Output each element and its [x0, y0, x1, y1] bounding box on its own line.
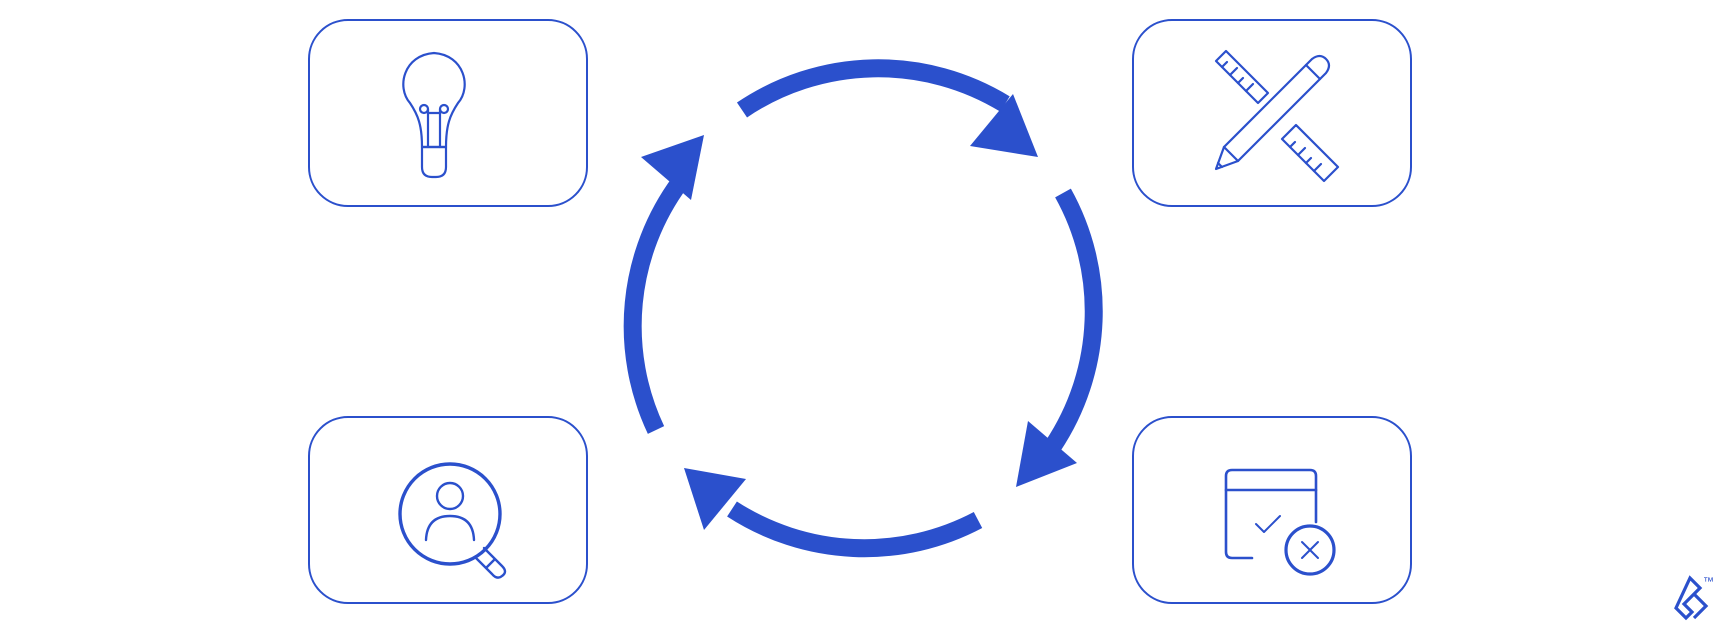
cycle-arrow-left: [623, 176, 688, 434]
lightbulb-icon: [402, 51, 466, 179]
arrowhead-top: [970, 94, 1038, 157]
toptal-logo-icon: [1674, 575, 1709, 621]
cycle-arrow-right: [1045, 188, 1103, 451]
arrowhead-left: [641, 135, 704, 200]
trademark-symbol: ™: [1703, 576, 1714, 588]
card-research: [308, 416, 588, 604]
cycle-arrow-top: [736, 59, 1010, 118]
cycle-arrow-bottom: [727, 501, 983, 558]
ruler-pencil-icon: [1214, 49, 1340, 183]
user-search-icon: [398, 462, 507, 579]
arrowhead-bottom: [684, 468, 746, 530]
card-idea: [308, 19, 588, 207]
card-test: [1132, 416, 1412, 604]
calendar-check-cancel-icon: [1224, 468, 1336, 576]
arrowhead-right: [1016, 421, 1077, 487]
card-design: [1132, 19, 1412, 207]
